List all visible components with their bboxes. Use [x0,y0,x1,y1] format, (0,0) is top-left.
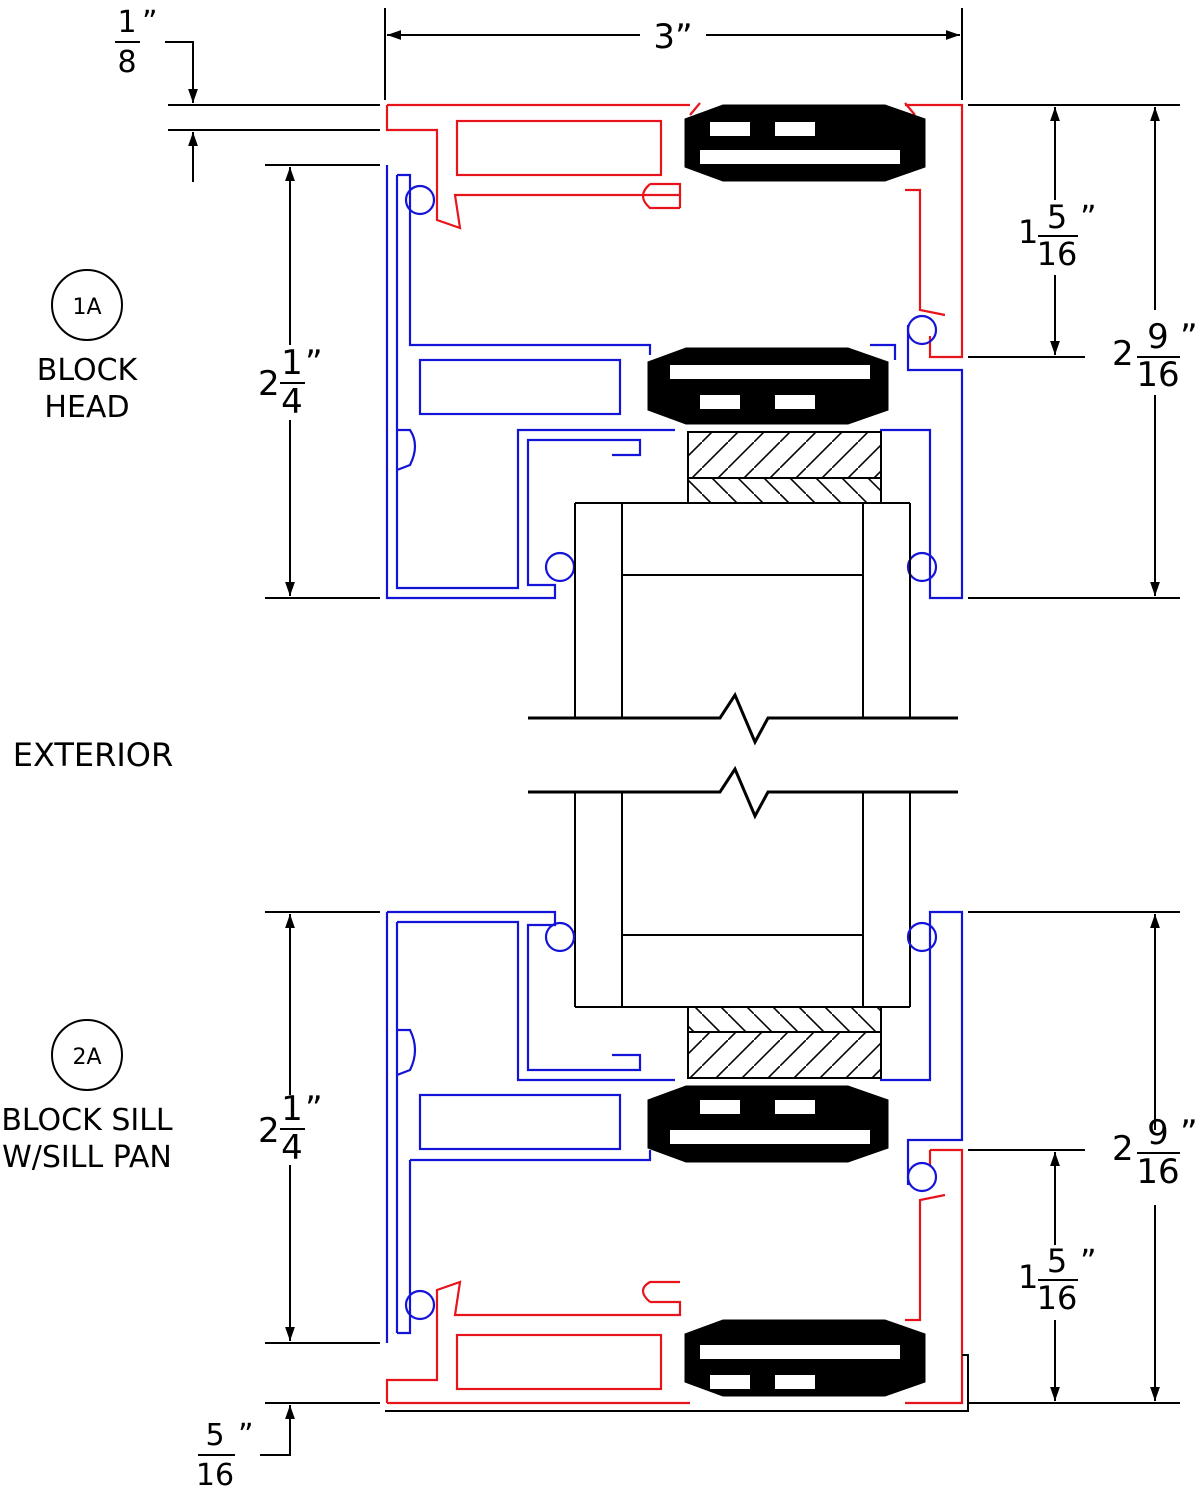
dim-sill-total: 2 9 16 ” [1112,1113,1198,1192]
sill-glass-unit [574,792,911,1008]
svg-text:1: 1 [281,343,303,383]
svg-text:9: 9 [1147,317,1169,357]
svg-text:16: 16 [196,1458,234,1489]
sill-title-line2: W/SILL PAN [2,1140,172,1175]
svg-text:”: ” [1080,198,1097,236]
break-line-icon [528,691,958,820]
detail-bubble-icon: 1A [51,269,123,341]
dim-head-total: 2 9 16 ” [1112,317,1198,395]
svg-text:5: 5 [1047,198,1067,236]
svg-text:”: ” [238,1418,254,1453]
svg-text:”: ” [305,1089,323,1129]
sill-bubble-label: 2A [72,1045,101,1070]
svg-text:16: 16 [1037,235,1078,273]
svg-text:1: 1 [117,5,136,40]
sill-detail [385,792,969,1412]
dim-bottom-offset: 5 16 ” [196,1418,254,1489]
head-inner-frame [385,165,964,600]
svg-text:”: ” [305,343,323,383]
svg-text:1: 1 [281,1089,303,1129]
svg-text:”: ” [1180,1113,1198,1153]
svg-text:2: 2 [1112,1129,1134,1169]
svg-text:8: 8 [117,45,136,80]
detail-bubble-icon: 2A [51,1019,123,1091]
sill-bottom-gasket [684,1319,926,1397]
svg-text:16: 16 [1037,1279,1078,1317]
sill-setting-block [687,1006,882,1079]
head-title-line2: HEAD [44,390,129,425]
sill-clip-icons [404,921,938,1321]
sill-pan [385,1354,969,1412]
head-glass-unit [574,502,911,718]
svg-text:”: ” [142,5,158,40]
exterior-label: EXTERIOR [13,736,173,774]
dimension-lines [165,8,1180,1456]
dim-overall-width: 3” [653,17,692,57]
svg-text:5: 5 [205,1418,224,1453]
dim-head-outer: 1 5 16 ” [1018,198,1097,273]
svg-text:1: 1 [1018,213,1038,251]
svg-text:”: ” [1180,317,1198,357]
svg-text:2: 2 [1112,334,1134,374]
head-outer-frame [385,102,964,359]
dim-sill-inner: 2 1 4 ” [258,1089,323,1168]
head-title-line1: BLOCK [37,353,139,388]
dim-head-inner: 2 1 4 ” [258,343,323,422]
head-setting-block [687,431,882,504]
svg-text:4: 4 [281,382,303,422]
svg-text:16: 16 [1136,1152,1179,1192]
svg-text:2: 2 [258,364,280,404]
svg-text:4: 4 [281,1128,303,1168]
svg-text:16: 16 [1136,355,1179,395]
head-top-gasket [684,104,926,182]
svg-text:5: 5 [1047,1242,1067,1280]
sill-title-line1: BLOCK SILL [1,1103,173,1138]
head-detail [385,102,964,718]
sill-outer-frame [385,1148,964,1405]
dim-top-offset: 1 8 ” [115,5,158,80]
svg-text:1: 1 [1018,1258,1038,1296]
head-bubble-label: 1A [72,295,101,320]
head-clip-icons [404,184,938,583]
svg-text:”: ” [1080,1242,1097,1280]
svg-text:2: 2 [258,1111,280,1151]
sill-middle-gasket [647,1085,889,1163]
svg-text:9: 9 [1147,1113,1169,1153]
sill-inner-frame [385,910,964,1343]
dim-sill-outer: 1 5 16 ” [1018,1242,1097,1317]
head-middle-gasket [647,347,889,425]
